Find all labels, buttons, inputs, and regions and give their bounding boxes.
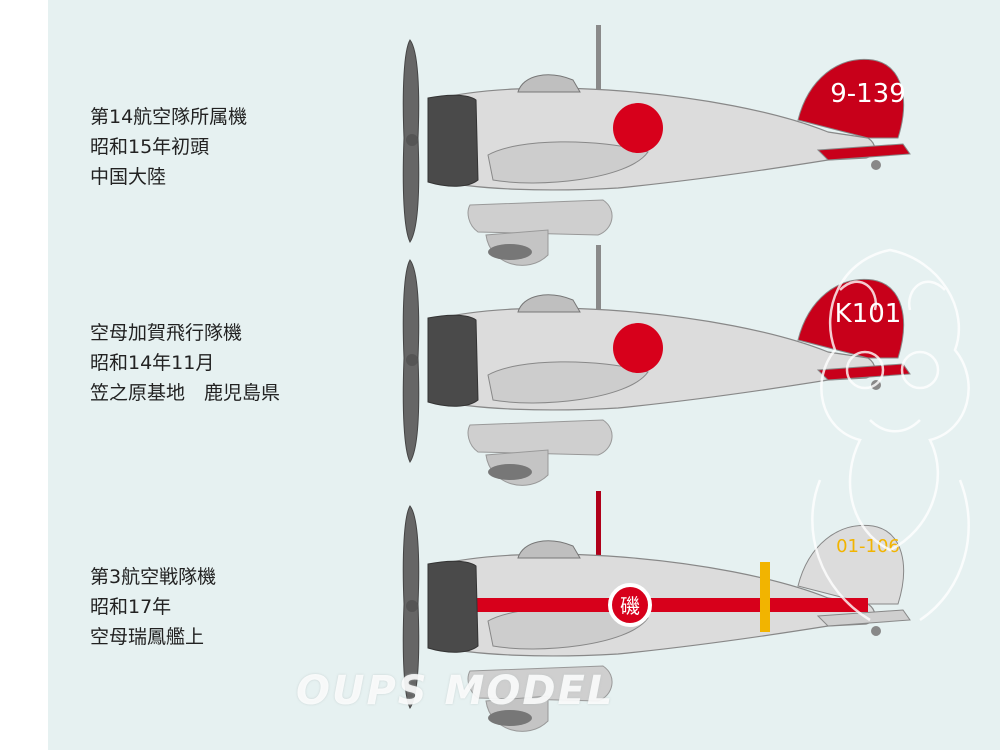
- caption-aircraft-2: 空母加賀飛行隊機 昭和14年11月 笠之原基地 鹿児島県: [90, 318, 350, 408]
- fuselage-kanji-marking: 磯: [620, 594, 640, 618]
- wheel: [488, 710, 532, 726]
- propeller-hub: [406, 600, 418, 612]
- wheel: [488, 464, 532, 480]
- tail-code: 01-106: [836, 536, 900, 557]
- aircraft-profile-1: 9-139: [402, 25, 911, 266]
- hinomaru: [613, 103, 663, 153]
- tail-code: K101: [835, 299, 902, 329]
- caption-line: 第14航空隊所属機: [90, 106, 248, 128]
- wheel: [488, 244, 532, 260]
- wing: [487, 141, 649, 184]
- watermark-text: OUPS MODEL: [296, 668, 615, 714]
- yellow-fuselage-band: [760, 562, 770, 632]
- tail-fin: [797, 524, 904, 605]
- horizontal-stabilizer: [816, 363, 911, 381]
- caption-aircraft-1: 第14航空隊所属機 昭和15年初頭 中国大陸: [90, 102, 350, 192]
- antenna-mast: [596, 491, 601, 561]
- caption-line: 空母瑞鳳艦上: [90, 626, 205, 648]
- propeller-hub: [406, 134, 418, 146]
- main-gear-fairing: [467, 419, 613, 456]
- canopy: [517, 540, 581, 559]
- engine-cowling: [427, 560, 479, 653]
- watermark-mascot-drawing: [811, 248, 970, 622]
- tail-fin: [797, 278, 904, 359]
- caption-line: 空母加賀飛行隊機: [90, 322, 243, 344]
- antenna-mast: [596, 25, 601, 95]
- caption-line: 笠之原基地 鹿児島県: [90, 382, 281, 404]
- tail-wheel: [871, 626, 881, 636]
- wing: [487, 361, 649, 404]
- caption-line: 第3航空戦隊機: [90, 566, 217, 588]
- canopy: [517, 74, 581, 93]
- engine-cowling: [427, 314, 479, 407]
- aircraft-profile-3: 磯 01-106: [402, 491, 911, 732]
- horizontal-stabilizer: [816, 143, 911, 161]
- main-gear-fairing: [467, 665, 613, 702]
- horizontal-stabilizer: [816, 609, 911, 627]
- engine-cowling: [427, 94, 479, 187]
- main-gear-fairing: [467, 199, 613, 236]
- aircraft-profile-2: K101: [402, 245, 911, 486]
- tail-wheel: [871, 160, 881, 170]
- propeller-hub: [406, 354, 418, 366]
- hinomaru: [613, 323, 663, 373]
- antenna-mast: [596, 245, 601, 315]
- caption-line: 昭和14年11月: [90, 352, 215, 374]
- tail-code: 9-139: [830, 79, 906, 109]
- caption-aircraft-3: 第3航空戦隊機 昭和17年 空母瑞鳳艦上: [90, 562, 350, 652]
- caption-line: 中国大陸: [90, 166, 167, 188]
- canopy: [517, 294, 581, 313]
- caption-line: 昭和15年初頭: [90, 136, 210, 158]
- roundel: [608, 583, 652, 627]
- tail-fin: [797, 58, 904, 139]
- caption-line: 昭和17年: [90, 596, 172, 618]
